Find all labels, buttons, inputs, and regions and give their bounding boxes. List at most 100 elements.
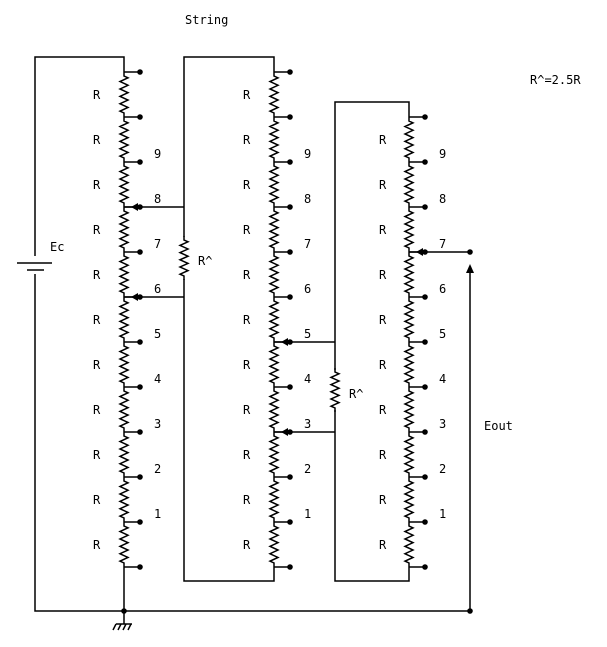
stage1-resistor xyxy=(118,522,130,567)
stage2-shunt-resistor xyxy=(329,368,341,412)
stage1-resistor-label: R xyxy=(93,133,101,147)
terminal-dot xyxy=(422,114,428,120)
stage2-tap-number: 8 xyxy=(304,192,311,206)
stage1-resistor-label: R xyxy=(93,358,101,372)
terminal-dot xyxy=(467,608,473,614)
stage2-tap-number: 4 xyxy=(304,372,311,386)
stage3-tap-number: 1 xyxy=(439,507,446,521)
output-label: Eout xyxy=(484,419,513,433)
stage3-resistor-label: R xyxy=(379,268,387,282)
stage3-tap-number: 4 xyxy=(439,372,446,386)
stage2-tap-number: 6 xyxy=(304,282,311,296)
terminal-dot xyxy=(467,249,473,255)
stage3-tap-number: 3 xyxy=(439,417,446,431)
stage3-resistor xyxy=(403,117,415,162)
terminal-dot xyxy=(137,114,143,120)
stage3-resistor xyxy=(403,342,415,387)
stage2-tap-number: 9 xyxy=(304,147,311,161)
stage3-resistor-label: R xyxy=(379,358,387,372)
stage2-resistor xyxy=(268,387,280,432)
stage3-resistor-label: R xyxy=(379,538,387,552)
terminal-dot xyxy=(422,339,428,345)
ground-icon xyxy=(112,623,117,631)
stage2-tap-number: 7 xyxy=(304,237,311,251)
diagram-title: String xyxy=(185,13,228,27)
terminal-dot xyxy=(121,608,127,614)
terminal-dot xyxy=(137,249,143,255)
wiper-arrow-icon xyxy=(131,203,138,211)
stage1-resistor-label: R xyxy=(93,223,101,237)
stage1-shunt-label: R^ xyxy=(198,254,212,268)
stage2-resistor-label: R xyxy=(243,223,251,237)
stage1-resistor xyxy=(118,387,130,432)
stage2-resistor-label: R xyxy=(243,448,251,462)
stage2-shunt-label: R^ xyxy=(349,387,363,401)
stage2-resistor xyxy=(268,252,280,297)
stage1-resistor-label: R xyxy=(93,448,101,462)
stage1-resistor xyxy=(118,252,130,297)
stage2-resistor-label: R xyxy=(243,358,251,372)
stage2-resistor xyxy=(268,342,280,387)
terminal-dot xyxy=(422,204,428,210)
stage2-tap-number: 5 xyxy=(304,327,311,341)
stage1-tap-number: 2 xyxy=(154,462,161,476)
stage3-tap-number: 7 xyxy=(439,237,446,251)
stage3-resistor-label: R xyxy=(379,223,387,237)
stage1-resistor xyxy=(118,162,130,207)
wiper-arrow-icon xyxy=(281,428,288,436)
source-label: Ec xyxy=(50,240,64,254)
stage2-resistor-label: R xyxy=(243,268,251,282)
stage1-tap-number: 4 xyxy=(154,372,161,386)
stage1-resistor-label: R xyxy=(93,493,101,507)
stage1-resistor xyxy=(118,342,130,387)
stage1-resistor xyxy=(118,297,130,342)
stage2-resistor xyxy=(268,432,280,477)
stage1-tap-number: 9 xyxy=(154,147,161,161)
terminal-dot xyxy=(287,519,293,525)
stage3-resistor xyxy=(403,162,415,207)
stage1-resistor xyxy=(118,72,130,117)
stage3-resistor-label: R xyxy=(379,448,387,462)
stage2-resistor xyxy=(268,207,280,252)
stage3-resistor xyxy=(403,297,415,342)
terminal-dot xyxy=(137,339,143,345)
terminal-dot xyxy=(422,474,428,480)
terminal-dot xyxy=(422,384,428,390)
stage2-resistor-label: R xyxy=(243,88,251,102)
terminal-dot xyxy=(287,294,293,300)
wiper-arrow-icon xyxy=(416,248,423,256)
terminal-dot xyxy=(287,69,293,75)
stage2-resistor-label: R xyxy=(243,313,251,327)
stage3-resistor xyxy=(403,477,415,522)
stage3-resistor-label: R xyxy=(379,133,387,147)
stage3-resistor xyxy=(403,522,415,567)
stage1-resistor-label: R xyxy=(93,313,101,327)
terminal-dot xyxy=(422,429,428,435)
stage1-resistor xyxy=(118,432,130,477)
stage3-tap-number: 8 xyxy=(439,192,446,206)
wiper-arrow-icon xyxy=(281,338,288,346)
ratio-note: R^=2.5R xyxy=(530,73,581,87)
terminal-dot xyxy=(137,384,143,390)
stage1-tap-number: 7 xyxy=(154,237,161,251)
ground-icon xyxy=(127,623,132,631)
terminal-dot xyxy=(287,384,293,390)
stage1-tap-number: 5 xyxy=(154,327,161,341)
stage2-resistor-label: R xyxy=(243,538,251,552)
ground-icon xyxy=(117,623,122,631)
stage1-tap-number: 3 xyxy=(154,417,161,431)
ground-icon xyxy=(122,623,127,631)
terminal-dot xyxy=(137,519,143,525)
stage2-resistor-label: R xyxy=(243,133,251,147)
stage2-resistor-label: R xyxy=(243,493,251,507)
stage3-resistor-label: R xyxy=(379,493,387,507)
stage3-tap-number: 9 xyxy=(439,147,446,161)
stage1-resistor xyxy=(118,117,130,162)
stage3-resistor-label: R xyxy=(379,313,387,327)
terminal-dot xyxy=(287,474,293,480)
stage1-resistor-label: R xyxy=(93,403,101,417)
stage1-tap-number: 8 xyxy=(154,192,161,206)
stage1-resistor-label: R xyxy=(93,178,101,192)
